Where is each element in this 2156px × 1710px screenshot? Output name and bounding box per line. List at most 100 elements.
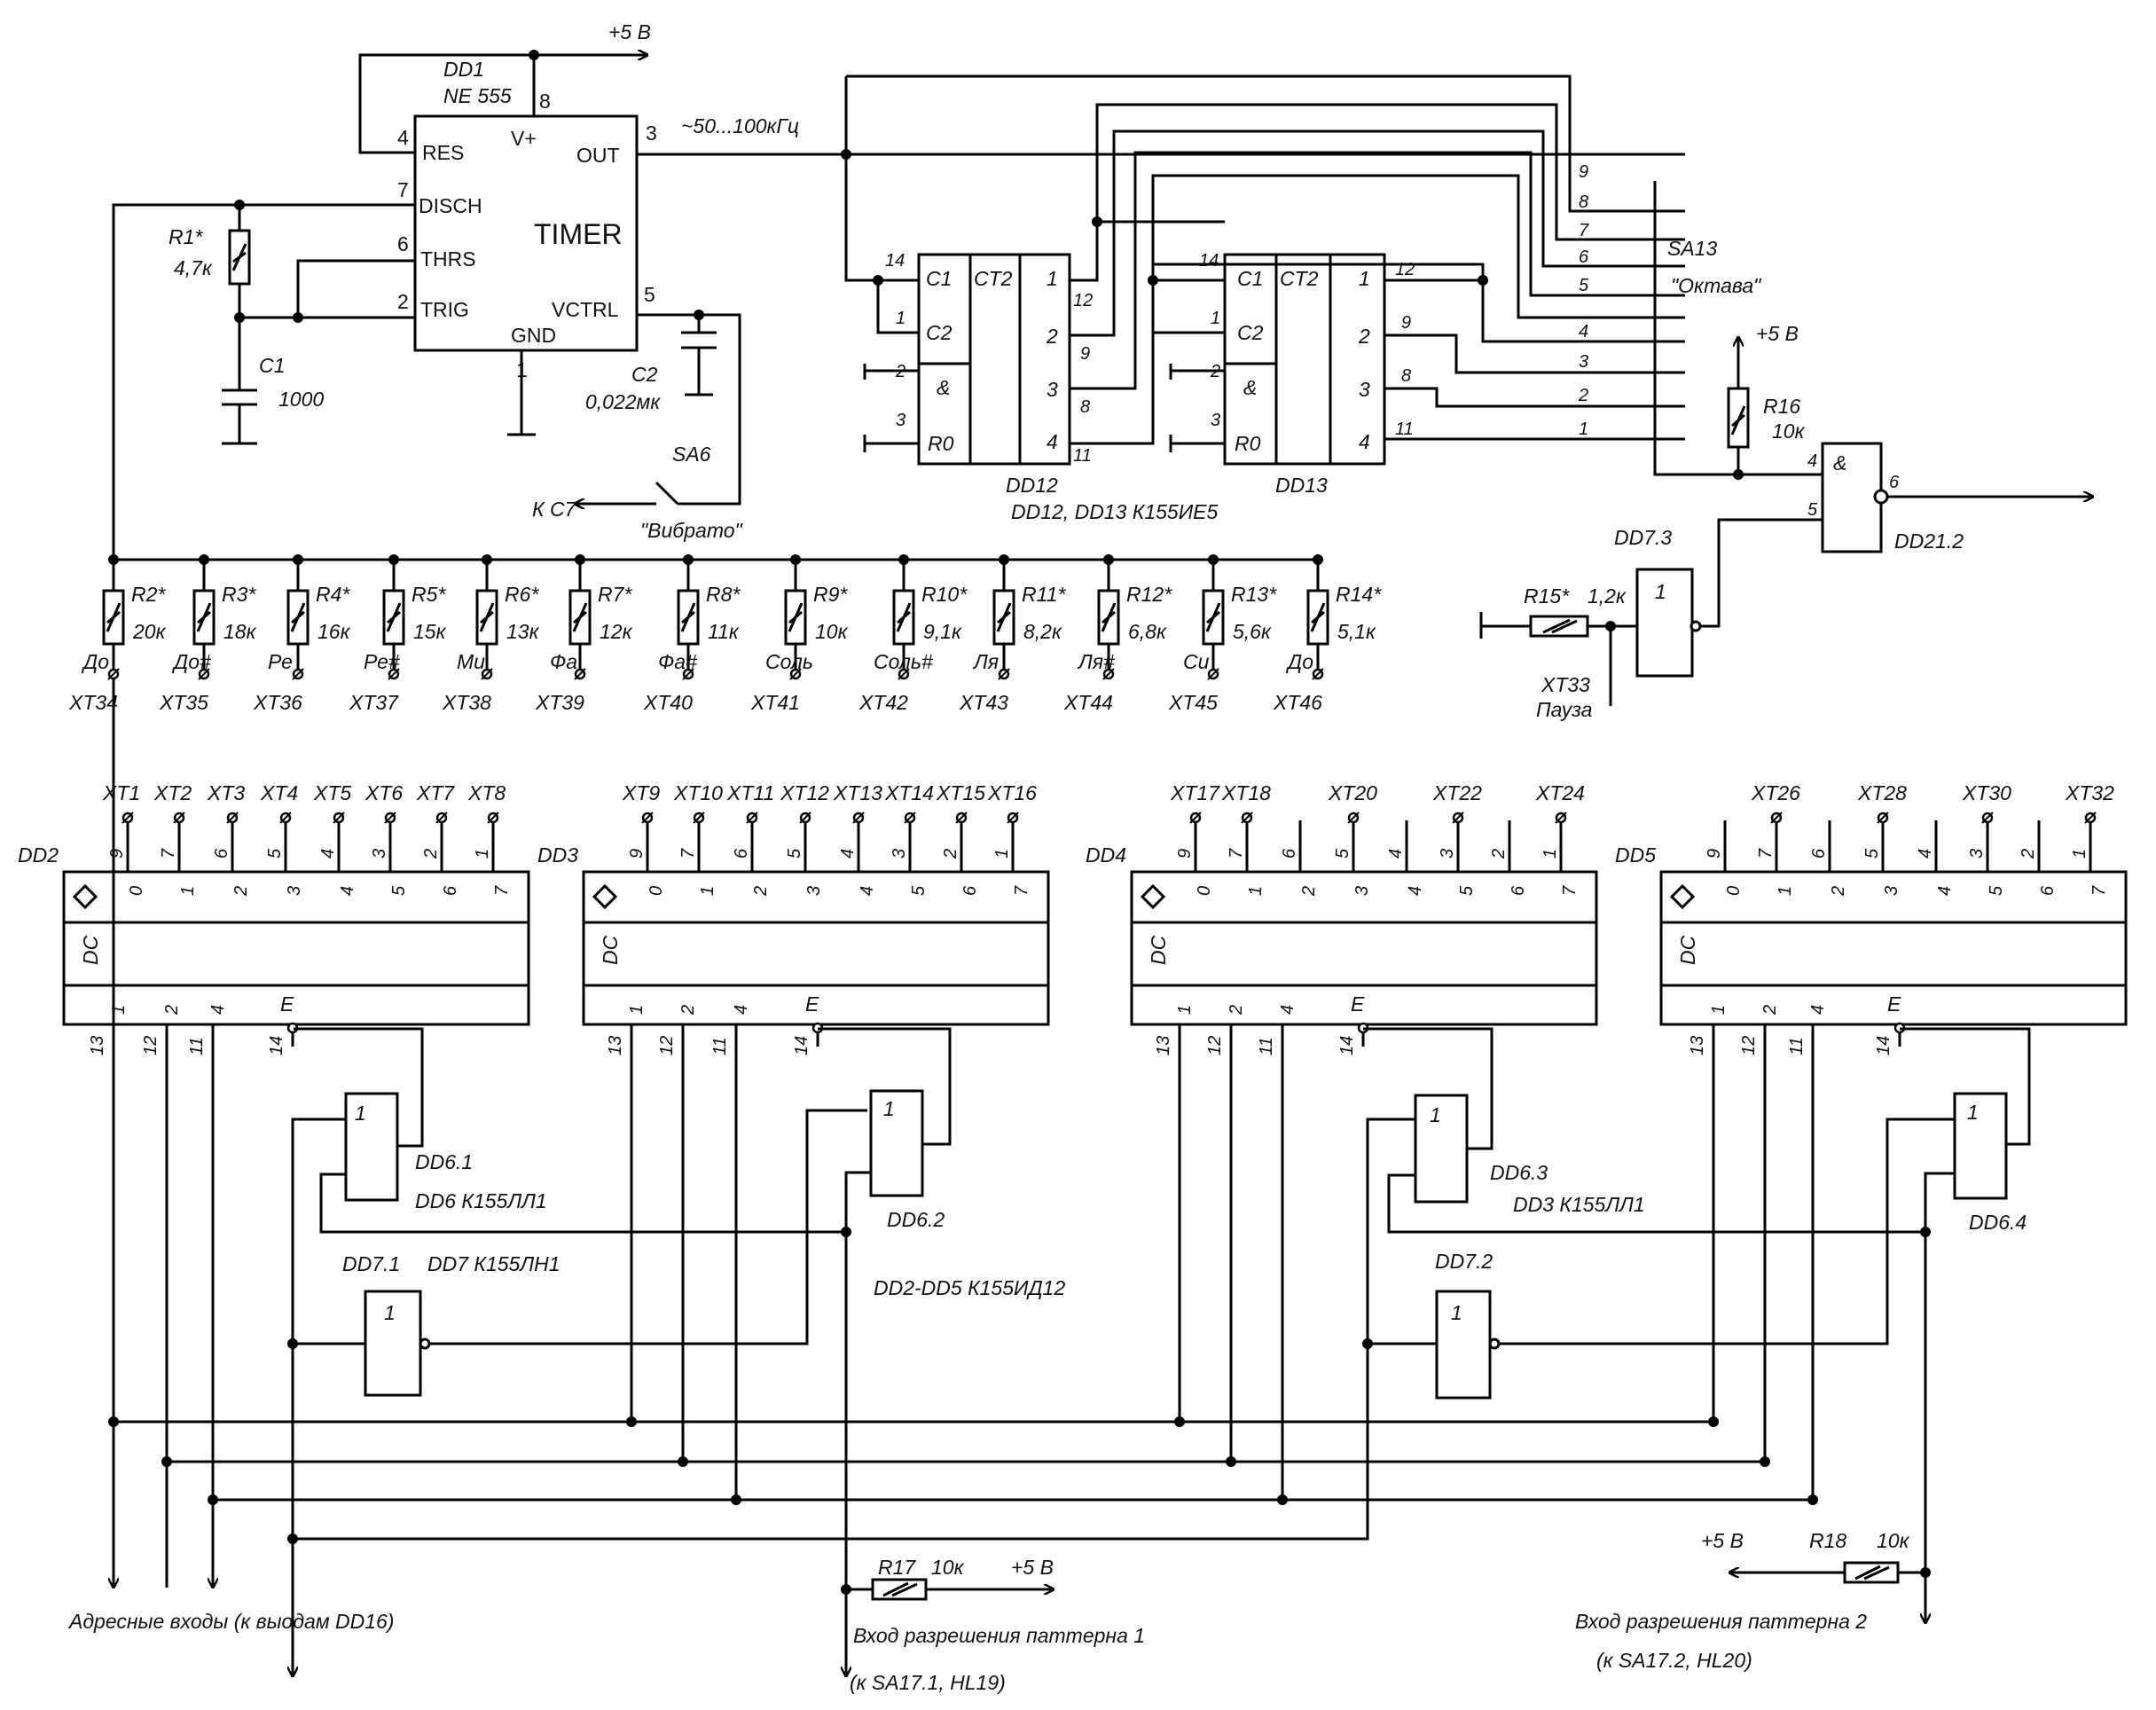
- note-res-ref: R11*: [1022, 583, 1066, 606]
- note-name: Фа#: [658, 650, 698, 673]
- note-name: Ре: [268, 650, 293, 673]
- decoder-output: 0: [1195, 886, 1214, 896]
- decoder-bottom-pin: 14: [1337, 1036, 1357, 1055]
- decoder-xt: XT10: [673, 781, 723, 804]
- decoder-addr: 1: [627, 1005, 647, 1015]
- timer-pin-thrs: THRS: [420, 247, 476, 271]
- addr-caption: Адресные входы (к выодам DD16): [67, 1610, 394, 1633]
- diamond-icon: [72, 883, 98, 910]
- timer-title: TIMER: [534, 218, 623, 250]
- decoder-addr: 4: [208, 1005, 228, 1015]
- decoder-pin: 6: [732, 848, 751, 859]
- decoder-output: 4: [858, 886, 877, 896]
- note-name: Фа: [550, 650, 577, 673]
- decoder-xt: XT24: [1535, 781, 1585, 804]
- note-res-ref: R14*: [1336, 583, 1382, 606]
- decoder-xt: XT15: [936, 781, 985, 804]
- resistor-r1: R1* 4,7к: [169, 225, 251, 286]
- dd12-outpin: 8: [1080, 397, 1090, 417]
- dd13-out: 1: [1359, 267, 1370, 290]
- decoder-output: 2: [231, 886, 251, 897]
- decoder-xt: XT7: [416, 781, 455, 804]
- decoder-output: 6: [1509, 885, 1528, 896]
- dd71-sym: 1: [384, 1301, 396, 1324]
- dd72-sym: 1: [1451, 1301, 1462, 1324]
- decoder-pin: 9: [1705, 849, 1724, 859]
- c2-ref: C2: [631, 363, 658, 386]
- r18-ref: R18: [1809, 1529, 1846, 1552]
- dd12-pin: 2: [895, 362, 906, 381]
- sa13-pos: 4: [1579, 322, 1588, 341]
- decoder-dividers: [1661, 921, 2126, 987]
- decoder-output: 4: [338, 886, 357, 896]
- terminal-slash: [107, 668, 120, 680]
- terminal-slash: [904, 812, 916, 824]
- decoder-pin: 2: [2019, 849, 2038, 859]
- resistor-hatch: [896, 602, 912, 632]
- decoder-ref: DD2: [18, 843, 59, 867]
- note-name: Ля#: [1077, 650, 1116, 673]
- dd21-ref: DD21.2: [1894, 529, 1964, 553]
- note-name: Си: [1183, 650, 1210, 673]
- note-name: Соль: [765, 650, 813, 673]
- note-xt: XT44: [1063, 691, 1113, 714]
- decoder-pin: 3: [370, 849, 389, 859]
- decoder-pin: 5: [1862, 848, 1882, 859]
- decoder-xt: XT2: [153, 781, 192, 804]
- note-res-ref: R8*: [706, 583, 741, 606]
- decoder-bottom-pin: 11: [710, 1037, 730, 1055]
- terminal-slash: [1877, 812, 1889, 824]
- note-xt: XT46: [1273, 691, 1322, 714]
- dd63-ref: DD6.3: [1490, 1161, 1548, 1184]
- dd72-ref: DD7.2: [1435, 1250, 1493, 1273]
- decoder-pin: 5: [1333, 848, 1352, 859]
- decoder-bottom-pin: 11: [1787, 1037, 1807, 1055]
- decoder-xt: XT18: [1221, 781, 1271, 804]
- diamond-icon: [1669, 883, 1696, 910]
- dd13-out: 3: [1359, 378, 1370, 401]
- sa13-pos: 7: [1579, 221, 1589, 240]
- terminal-slash: [1189, 812, 1202, 824]
- dd63-sym: 1: [1430, 1103, 1441, 1126]
- note-res-ref: R5*: [412, 583, 446, 606]
- supply-label: +5 В: [608, 20, 651, 43]
- decoder-pin: 4: [1916, 849, 1935, 859]
- note-res-ref: R2*: [131, 583, 166, 606]
- decoder-bottom-pin: 14: [1874, 1036, 1893, 1055]
- dd12-pin: 3: [896, 411, 906, 430]
- decoder-xt: XT28: [1857, 781, 1907, 804]
- dd12-out: 3: [1047, 378, 1058, 401]
- decoder-pin: 2: [941, 849, 960, 859]
- dd13-ref: DD13: [1275, 474, 1328, 497]
- decoder-pin: 4: [1386, 849, 1406, 859]
- decoder-bottom-pin: 13: [1154, 1036, 1173, 1055]
- terminal-slash: [292, 668, 304, 680]
- terminal-slash: [1241, 812, 1253, 824]
- note-xt: XT35: [159, 691, 208, 714]
- decoder-pin: 5: [785, 848, 804, 859]
- terminal-slash: [2084, 812, 2097, 824]
- dec-caption: DD2-DD5 К155ИД12: [874, 1276, 1065, 1299]
- dd13-c2: C2: [1237, 321, 1264, 344]
- timer-pin-vctrl: VCTRL: [552, 298, 619, 321]
- note-name: Ми: [457, 650, 485, 673]
- decoder-addr: 2: [678, 1005, 698, 1016]
- resistor-hatch: [479, 602, 495, 632]
- gate-dd21: & 4 5 6 DD21.2 R16 10к +5 В: [1699, 322, 2093, 628]
- c1-value: 1000: [278, 388, 324, 411]
- en1-sub: (к SA17.1, HL19): [850, 1671, 1006, 1694]
- note-res-value: 13к: [506, 620, 540, 643]
- dd13-pin: 3: [1211, 411, 1220, 430]
- resistor-hatch: [1101, 602, 1117, 632]
- terminal-slash: [226, 812, 239, 824]
- decoder-output: 1: [698, 886, 717, 896]
- r16-value: 10к: [1772, 420, 1806, 443]
- note-res-value: 11к: [708, 620, 740, 643]
- decoder-pin: 5: [265, 848, 285, 859]
- dd64-sym: 1: [1967, 1101, 1979, 1124]
- decoder-output: 4: [1406, 886, 1425, 896]
- note-xt: XT38: [442, 691, 491, 714]
- r17-value: 10к: [931, 1556, 965, 1579]
- counter-dd13: [1223, 253, 1386, 466]
